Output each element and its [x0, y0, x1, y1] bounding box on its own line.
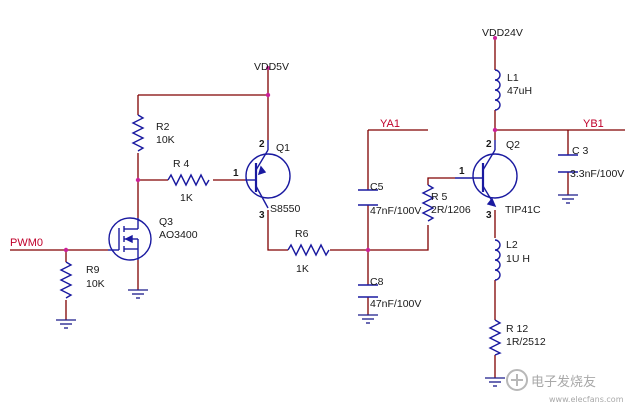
- label-r9-value: 10K: [86, 278, 105, 290]
- label-r2-value: 10K: [156, 134, 175, 146]
- junction-dot: [63, 247, 69, 253]
- junction-dot: [266, 66, 270, 70]
- capacitor-c8: [358, 284, 378, 298]
- resistor-r4: [167, 173, 210, 187]
- wire-ya1: [367, 129, 428, 315]
- label-l2-ref: L2: [506, 239, 518, 251]
- junction-dot: [265, 92, 271, 98]
- junction-dot: [135, 177, 141, 183]
- pin-q1-bottom: 3: [259, 210, 265, 221]
- ground-r12: [485, 377, 505, 387]
- net-label-ya1: YA1: [380, 118, 400, 130]
- label-l2-value: 1U H: [506, 253, 530, 265]
- label-r12-value: 1R/2512: [506, 336, 546, 348]
- capacitor-c5: [358, 189, 378, 206]
- wire-r2: [137, 95, 168, 181]
- resistor-r5: [421, 184, 435, 222]
- junction-dot: [493, 36, 497, 40]
- label-c3-ref: C 3: [572, 145, 589, 157]
- label-r5-ref: R 5: [431, 191, 448, 203]
- label-q3-value: AO3400: [159, 229, 198, 241]
- label-q1-value: S8550: [270, 203, 301, 215]
- watermark-text: 电子发烧友: [531, 374, 596, 390]
- net-label-yb1: YB1: [583, 118, 604, 130]
- label-r9-ref: R9: [86, 264, 100, 276]
- label-r6-ref: R6: [295, 228, 309, 240]
- inductor-l2: [494, 239, 501, 281]
- label-q2-value: TIP41C: [505, 204, 541, 216]
- resistor-r12: [488, 319, 502, 356]
- wire-r5: [368, 177, 455, 251]
- wire-yb1: [495, 129, 625, 195]
- label-c8-ref: C8: [370, 276, 384, 288]
- capacitor-c3: [558, 154, 578, 173]
- transistor-q1: [245, 140, 291, 209]
- junction-dot: [492, 127, 498, 133]
- resistor-r9: [59, 261, 73, 299]
- label-r4-ref: R 4: [173, 158, 190, 170]
- label-c3-value: 3.3nF/100V: [570, 168, 624, 180]
- label-r5-value: 2R/1206: [431, 204, 471, 216]
- net-label-pwm0: PWM0: [10, 237, 43, 249]
- label-r6-value: 1K: [296, 263, 309, 275]
- resistor-r6: [287, 243, 330, 257]
- label-q1-ref: Q1: [276, 142, 290, 154]
- transistor-q2: [455, 140, 518, 208]
- pin-q2-bottom: 3: [486, 210, 492, 221]
- resistor-r2: [131, 114, 145, 152]
- net-label-vdd5v: VDD5V: [254, 61, 289, 73]
- net-label-vdd24v: VDD24V: [482, 27, 523, 39]
- ground-c8: [358, 314, 378, 324]
- pin-q2-base: 1: [459, 166, 465, 177]
- label-c5-ref: C5: [370, 181, 384, 193]
- label-c8-value: 47nF/100V: [370, 298, 421, 310]
- mosfet-q3: [108, 217, 152, 261]
- label-l1-value: 47uH: [507, 85, 532, 97]
- ground-c3: [558, 194, 578, 204]
- pin-q1-base: 1: [233, 168, 239, 179]
- wire-q1-collector: [267, 210, 368, 251]
- label-r4-value: 1K: [180, 192, 193, 204]
- label-q3-ref: Q3: [159, 216, 173, 228]
- junction-dot: [365, 247, 371, 253]
- watermark-url: www.elecfans.com: [549, 395, 624, 404]
- label-l1-ref: L1: [507, 72, 519, 84]
- ground-r9: [56, 319, 76, 329]
- junctions: [63, 36, 498, 253]
- ground-q3: [128, 289, 148, 299]
- label-r12-ref: R 12: [506, 323, 528, 335]
- label-r2-ref: R2: [156, 121, 170, 133]
- label-q2-ref: Q2: [506, 139, 520, 151]
- pin-q1-top: 2: [259, 139, 265, 150]
- pin-q2-top: 2: [486, 139, 492, 150]
- watermark-logo: 电子发烧友 www.elecfans.com: [506, 369, 624, 404]
- label-c5-value: 47nF/100V: [370, 205, 421, 217]
- wire-vdd5-rail: [138, 68, 269, 140]
- wires: [10, 38, 625, 378]
- inductor-l1: [494, 69, 501, 111]
